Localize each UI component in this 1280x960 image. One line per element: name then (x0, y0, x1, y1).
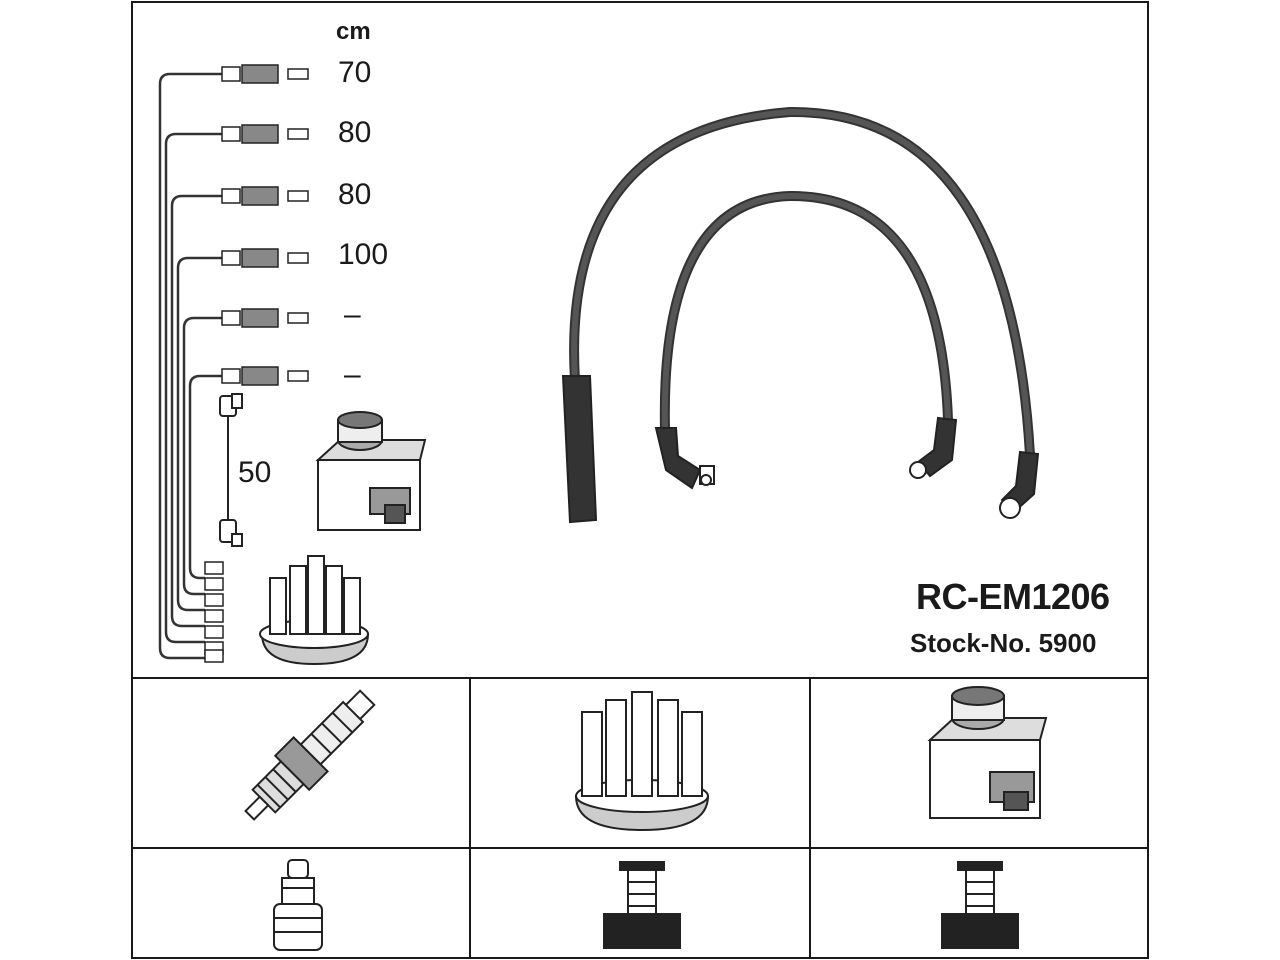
ignition-coil-icon (315, 411, 427, 531)
connector-row-4 (221, 248, 309, 268)
distributor-cap-large-icon (574, 691, 710, 832)
large-ignition-cables (569, 106, 1035, 456)
spark-plug-icon (244, 689, 376, 821)
connector-row-2 (221, 124, 309, 144)
part-number: RC-EM1206 (916, 576, 1110, 617)
coil-wire-length: 50 (238, 456, 272, 489)
ignition-coil-large-icon (927, 686, 1048, 819)
distributor-cap-icon (259, 555, 370, 666)
connector-row-1 (221, 64, 309, 84)
wire-length-2: 80 (338, 116, 372, 149)
wire-connectors (204, 64, 309, 663)
wire-length-6: – (344, 358, 361, 391)
distributor-cap-terminal-icon (603, 861, 681, 949)
cable-boots (561, 375, 1040, 524)
spark-plug-terminal-icon (273, 859, 323, 951)
panel-grid (131, 1, 1149, 959)
wire-length-3: 80 (338, 178, 372, 211)
wire-length-4: 100 (338, 238, 389, 271)
wire-length-1: 70 (338, 56, 372, 89)
connector-row-3 (221, 186, 309, 206)
stock-number: Stock-No. 5900 (910, 628, 1097, 658)
connector-row-5 (221, 308, 309, 328)
coil-wire (219, 393, 243, 547)
ignition-coil-terminal-icon (941, 861, 1019, 949)
connector-row-6 (221, 366, 309, 386)
unit-label: cm (336, 18, 371, 45)
wire-length-5: – (344, 298, 361, 331)
wire-set-schematic (158, 72, 222, 660)
